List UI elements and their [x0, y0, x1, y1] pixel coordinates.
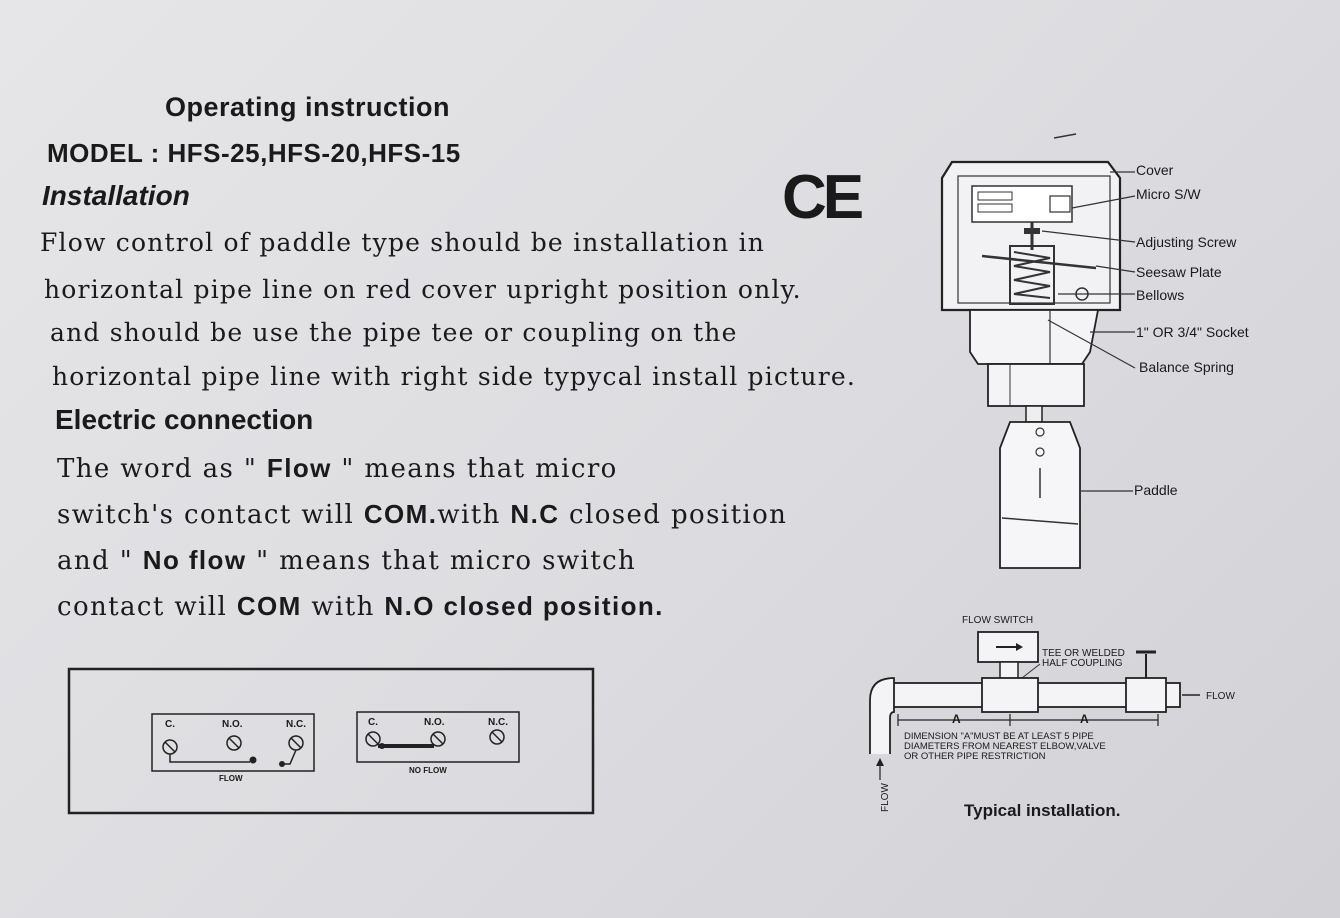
terminal-no-label: N.O. [222, 719, 243, 730]
model-line: MODEL : HFS-25,HFS-20,HFS-15 [47, 138, 461, 168]
text-run: The word as " [57, 454, 267, 484]
tee-label-1: TEE OR WELDED [1042, 648, 1125, 659]
typical-installation-caption: Typical installation. [964, 801, 1121, 820]
terminal-c-label: C. [368, 717, 378, 728]
bold-no-flow: No flow [142, 545, 247, 575]
text-run: " means that micro switch [246, 546, 637, 576]
terminal-nc-label: N.C. [488, 717, 508, 728]
page-title: Operating instruction [165, 92, 451, 122]
electric-line-2: switch's contact will COM.with N.C close… [57, 499, 787, 530]
installation-line-2: horizontal pipe line on red cover uprigh… [44, 275, 802, 304]
no-flow-label: NO FLOW [409, 766, 447, 775]
tee-label-2: HALF COUPLING [1042, 658, 1123, 669]
bold-flow: Flow [266, 453, 332, 483]
label-balance-spring: Balance Spring [1139, 359, 1234, 375]
flow-right-label: FLOW [1206, 691, 1235, 702]
label-micro-sw: Micro S/W [1136, 186, 1201, 202]
typical-installation-diagram: FLOW SWITCH TEE OR WELDED HALF COUPLING … [869, 615, 1235, 820]
text-run: closed position [559, 500, 788, 530]
flow-label: FLOW [219, 774, 243, 783]
installation-line-3: and should be use the pipe tee or coupli… [50, 318, 738, 347]
label-seesaw-plate: Seesaw Plate [1136, 264, 1222, 280]
dimension-note-1: DIMENSION "A"MUST BE AT LEAST 5 PIPE [904, 731, 1094, 742]
terminal-c-label: C. [165, 719, 175, 730]
bold-nc: N.C [510, 499, 560, 529]
text-run: and " [57, 546, 143, 576]
installation-heading: Installation [42, 180, 190, 211]
installation-line-4: horizontal pipe line with right side typ… [52, 362, 856, 391]
screw-terminal [365, 729, 505, 747]
electric-line-1: The word as " Flow " means that micro [57, 453, 618, 484]
dim-a-left: A [952, 712, 961, 726]
flow-switch-diagram: Cover Micro S/W Adjusting Screw Seesaw P… [940, 133, 1249, 569]
valve [1125, 677, 1167, 713]
text-run: " means that micro [331, 454, 618, 484]
text-run: with [437, 500, 511, 530]
screw-terminal [162, 735, 304, 755]
label-cover: Cover [1136, 162, 1174, 178]
text-run: switch's contact will [57, 500, 364, 530]
bellows [1009, 245, 1055, 305]
label-adjusting-screw: Adjusting Screw [1136, 234, 1237, 250]
terminal-no-label: N.O. [424, 717, 445, 728]
flow-switch-label: FLOW SWITCH [962, 615, 1033, 626]
installation-line-1: Flow control of paddle type should be in… [40, 228, 766, 257]
label-paddle: Paddle [1134, 482, 1178, 498]
text-run: with [301, 592, 385, 622]
ce-mark: CE [782, 163, 864, 232]
electric-line-4: contact will COM with N.O closed positio… [57, 591, 664, 622]
bold-com: COM [236, 591, 302, 621]
wiring-diagram: C. N.O. N.C. FLOW C. N.O. N.C. NO FLOW [67, 667, 595, 815]
bold-no-closed: N.O closed position. [384, 591, 664, 621]
dim-a-right: A [1080, 712, 1089, 726]
label-bellows: Bellows [1136, 287, 1184, 303]
bold-com: COM. [363, 499, 438, 529]
dimension-note-2: DIAMETERS FROM NEAREST ELBOW,VALVE [904, 741, 1106, 752]
electric-line-3: and " No flow " means that micro switch [57, 545, 636, 576]
terminal-nc-label: N.C. [286, 719, 306, 730]
flow-vertical-label: FLOW [880, 783, 891, 812]
text-run: contact will [57, 592, 237, 622]
label-socket: 1" OR 3/4" Socket [1136, 324, 1249, 340]
tee-fitting [981, 677, 1039, 713]
dimension-note-3: OR OTHER PIPE RESTRICTION [904, 751, 1046, 762]
electric-heading: Electric connection [55, 404, 314, 435]
elbow [869, 677, 895, 754]
